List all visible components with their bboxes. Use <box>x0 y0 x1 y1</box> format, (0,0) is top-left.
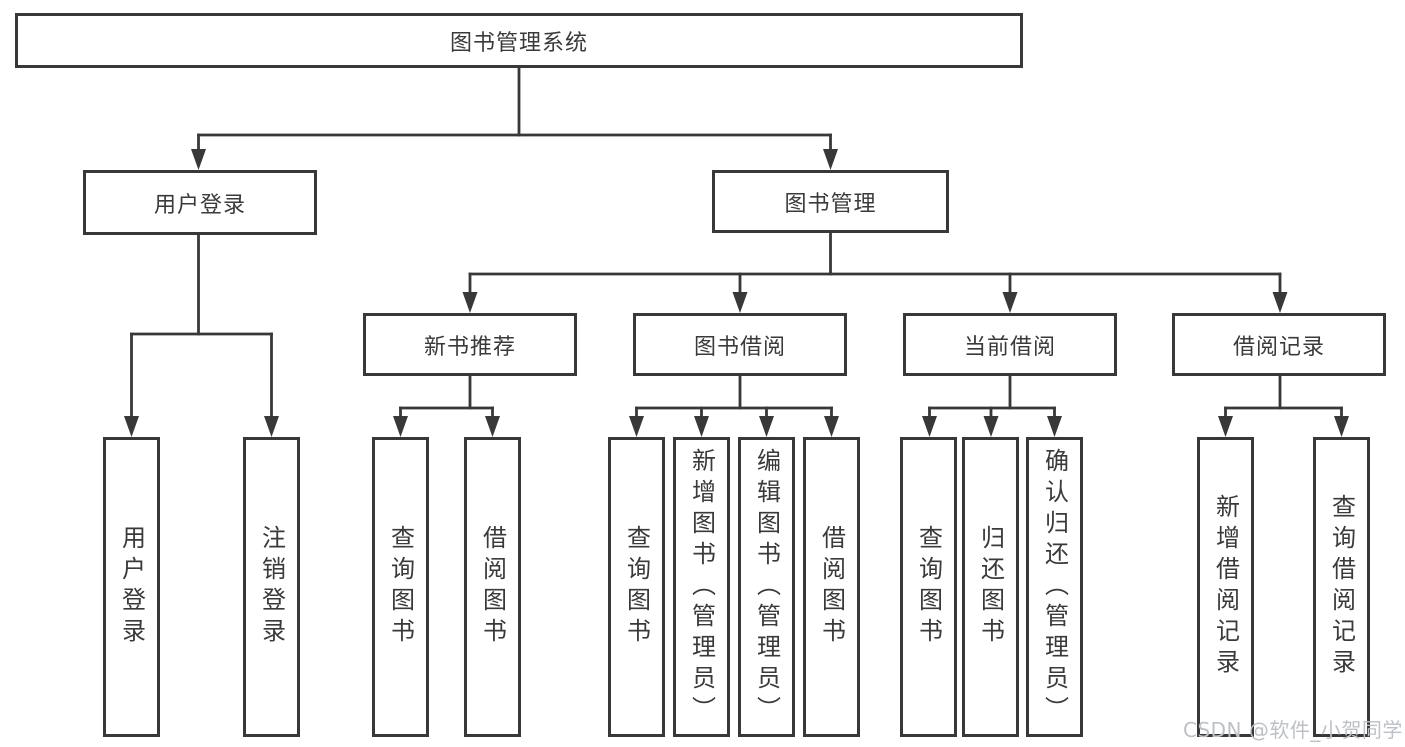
leaf-logout-label: 注销登录 <box>257 525 286 649</box>
leaf-query-books-current-label: 查询图书 <box>914 525 943 649</box>
csdn-watermark: CSDN @软件_小贺同学 <box>1183 718 1403 742</box>
leaf-return-book-label: 归还图书 <box>976 525 1005 649</box>
leaf-borrow-books-label: 借阅图书 <box>817 525 846 649</box>
node-user-login: 用户登录 <box>83 170 317 235</box>
node-root: 图书管理系统 <box>15 13 1023 68</box>
arrowhead-down-icon <box>1002 292 1018 313</box>
arrowhead-down-icon <box>1218 416 1233 437</box>
node-book-borrow: 图书借阅 <box>633 313 847 376</box>
node-book-management: 图书管理 <box>712 170 949 233</box>
node-book-management-label: 图书管理 <box>784 191 877 217</box>
arrowhead-down-icon <box>1047 416 1062 437</box>
leaf-query-books-recommend-label: 查询图书 <box>386 525 415 649</box>
node-borrow-records-label: 借阅记录 <box>1232 334 1325 360</box>
arrowhead-down-icon <box>462 292 478 313</box>
arrowhead-down-icon <box>629 416 644 437</box>
leaf-query-books-current: 查询图书 <box>900 437 957 737</box>
node-book-borrow-label: 图书借阅 <box>693 334 786 360</box>
arrowhead-down-icon <box>824 416 839 437</box>
leaf-user-login-label: 用户登录 <box>117 525 146 649</box>
arrowhead-down-icon <box>694 416 709 437</box>
node-current-borrow: 当前借阅 <box>903 313 1117 376</box>
leaf-edit-book-admin-label: 编辑图书（管理员） <box>752 447 781 727</box>
leaf-add-book-admin: 新增图书（管理员） <box>673 437 730 737</box>
arrowhead-down-icon <box>823 149 838 170</box>
arrowhead-down-icon <box>983 416 999 437</box>
arrowhead-down-icon <box>264 416 279 437</box>
leaf-add-borrow-record-label: 新增借阅记录 <box>1211 494 1240 680</box>
leaf-borrow-books-recommend: 借阅图书 <box>464 437 521 737</box>
leaf-borrow-books: 借阅图书 <box>803 437 860 737</box>
node-new-book-recommend: 新书推荐 <box>363 313 577 376</box>
arrowhead-down-icon <box>922 416 937 437</box>
node-new-book-recommend-label: 新书推荐 <box>423 334 516 360</box>
leaf-confirm-return-admin: 确认归还（管理员） <box>1026 437 1083 737</box>
node-root-label: 图书管理系统 <box>449 30 588 56</box>
arrowhead-down-icon <box>485 416 500 437</box>
node-borrow-records: 借阅记录 <box>1172 313 1386 376</box>
arrowhead-down-icon <box>1272 292 1288 313</box>
leaf-add-book-admin-label: 新增图书（管理员） <box>687 447 716 727</box>
leaf-query-books-recommend: 查询图书 <box>372 437 429 737</box>
leaf-query-books-borrow: 查询图书 <box>608 437 665 737</box>
leaf-return-book: 归还图书 <box>962 437 1019 737</box>
arrowhead-down-icon <box>1334 416 1349 437</box>
leaf-confirm-return-admin-label: 确认归还（管理员） <box>1040 447 1069 727</box>
leaf-query-borrow-record-label: 查询借阅记录 <box>1327 494 1356 680</box>
arrowhead-down-icon <box>191 149 206 170</box>
connector-group <box>124 66 1349 437</box>
leaf-add-borrow-record: 新增借阅记录 <box>1197 437 1254 737</box>
leaf-borrow-books-recommend-label: 借阅图书 <box>478 525 507 649</box>
node-current-borrow-label: 当前借阅 <box>963 334 1056 360</box>
arrowhead-down-icon <box>732 292 748 313</box>
leaf-query-borrow-record: 查询借阅记录 <box>1313 437 1370 737</box>
arrowhead-down-icon <box>759 416 774 437</box>
leaf-logout: 注销登录 <box>243 437 300 737</box>
arrowhead-down-icon <box>393 416 408 437</box>
leaf-edit-book-admin: 编辑图书（管理员） <box>738 437 795 737</box>
leaf-user-login: 用户登录 <box>103 437 160 737</box>
node-user-login-label: 用户登录 <box>153 192 246 218</box>
arrowhead-down-icon <box>124 416 139 437</box>
leaf-query-books-borrow-label: 查询图书 <box>622 525 651 649</box>
